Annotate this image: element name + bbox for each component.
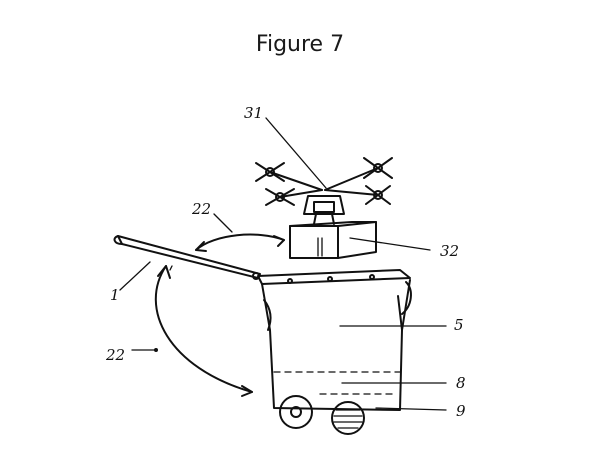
wheel-right bbox=[332, 402, 364, 434]
label-bin-body: 5 bbox=[454, 316, 464, 334]
arrow-lower-22 bbox=[132, 266, 252, 396]
label-arrow-upper: 22 bbox=[191, 200, 211, 218]
arrow-upper-22 bbox=[196, 214, 284, 251]
rotor-front-right bbox=[364, 158, 392, 178]
leader-drone bbox=[266, 118, 326, 188]
rotor-front-left bbox=[256, 163, 284, 181]
leader-lid bbox=[120, 262, 150, 290]
label-arrow-lower: 22 bbox=[105, 346, 125, 364]
wheel-left bbox=[280, 396, 312, 428]
label-drone: 31 bbox=[244, 104, 263, 122]
label-package: 32 bbox=[440, 242, 459, 260]
leader-package bbox=[350, 238, 430, 250]
trash-bin bbox=[258, 270, 411, 434]
label-lid: 1 bbox=[110, 286, 120, 304]
label-bin-bottom: 9 bbox=[456, 402, 466, 420]
label-bin-compartment: 8 bbox=[456, 374, 466, 392]
rotor-back-left bbox=[266, 189, 294, 205]
drone bbox=[256, 158, 392, 224]
bin-lid bbox=[115, 236, 260, 279]
